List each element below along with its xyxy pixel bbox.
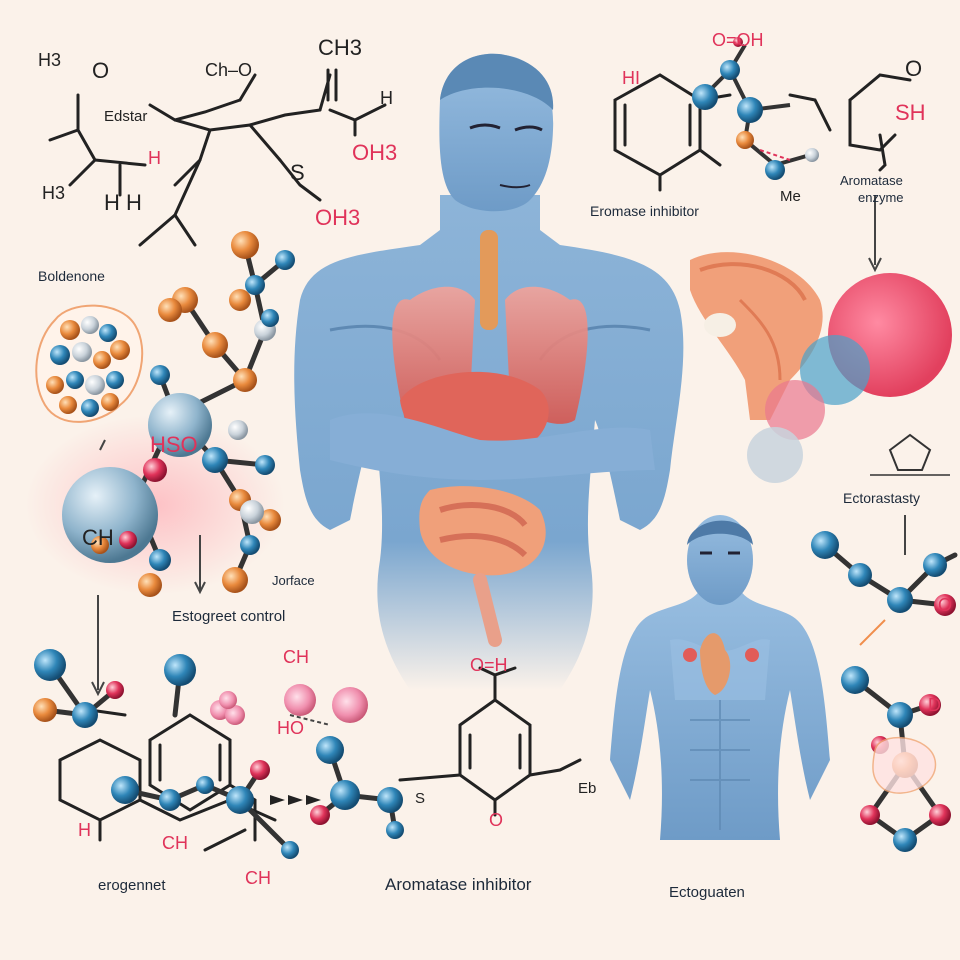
chem-ch-red2: CH [245,868,271,888]
chem-hi-red: HI [622,68,640,88]
chem-oh3: OH3 [352,140,398,165]
label-boldenone: Boldenone [38,268,105,284]
top-right-atoms [692,37,819,180]
label-aromatase-inhibitor-bottom: Aromatase inhibitor [385,875,532,894]
structure-top-right [613,73,912,192]
pink-bubble-right [872,736,937,794]
right-connector [859,619,886,646]
right-chain-bonds [822,542,958,843]
bottom-arrows [270,795,321,805]
chem-oh-ald: O=H [470,655,508,675]
arrow-small-up [99,439,106,451]
chem-me: Me [780,188,801,205]
chem-hh: H H [104,190,142,215]
pentagon-icon [888,433,932,471]
chem-h-bl: H [78,820,91,840]
chem-s: S [290,160,305,185]
bottom-left-bonds [58,708,277,852]
chem-hso: HSO [150,432,198,457]
chem-edstar: Edstar [104,108,148,125]
arrow-head [91,681,105,697]
chem-eb: Eb [578,780,597,797]
chem-o-top: O [92,58,110,83]
dashed-arrow [759,149,791,161]
small-figure [610,515,830,840]
chem-h-red: H [148,148,161,168]
chem-ooh3: OH3 [315,205,361,230]
label-estogusten: Ectoguaten [669,884,745,901]
label-aromatase-enzyme-2: enzyme [858,190,904,205]
chem-ho: HO [277,718,304,738]
chem-ch-pink: CH [283,647,309,667]
chem-d-side: D [928,695,941,715]
ball-hso [148,393,212,457]
chem-s-small: S [415,790,426,807]
chem-sh: SH [895,100,926,125]
label-estrogen-control: Estogreet control [172,608,286,625]
chem-o-ring: O [905,56,923,81]
chem-ch-o: Ch–O [205,60,253,80]
label-estrotasty: Ectorastasty [843,490,921,506]
arrow-right-down-head [868,257,882,273]
label-erogenet: erogennet [98,877,166,894]
mid-left-atoms [91,231,295,597]
chem-h3-top: H3 [38,50,62,70]
structure-top-left [48,68,387,247]
chem-o-ald: O [489,810,504,830]
pink-cluster [747,273,952,483]
bottom-mid-bonds [398,666,582,817]
bottom-left-atoms [33,649,299,859]
chem-h3-low: H3 [42,183,66,203]
chem-ch3-top: CH3 [318,35,363,60]
chem-ch-ball: CH [82,525,114,550]
cluster-left-balls [46,316,130,417]
chem-ch-red: CH [162,833,188,853]
central-figure [294,53,684,690]
label-surface: Jorface [272,573,315,588]
chem-oh-top: O=OH [712,30,764,50]
chem-h-mid: H [380,88,393,108]
chem-o-side: O [938,595,953,615]
uterus-organ [690,252,823,420]
arrow-mid-head [194,581,206,595]
bottom-mid-atoms [284,684,404,839]
label-aromatase-inhibitor-top: Eromase inhibitor [590,203,699,219]
label-aromatase-enzyme-1: Aromatase [840,173,903,188]
